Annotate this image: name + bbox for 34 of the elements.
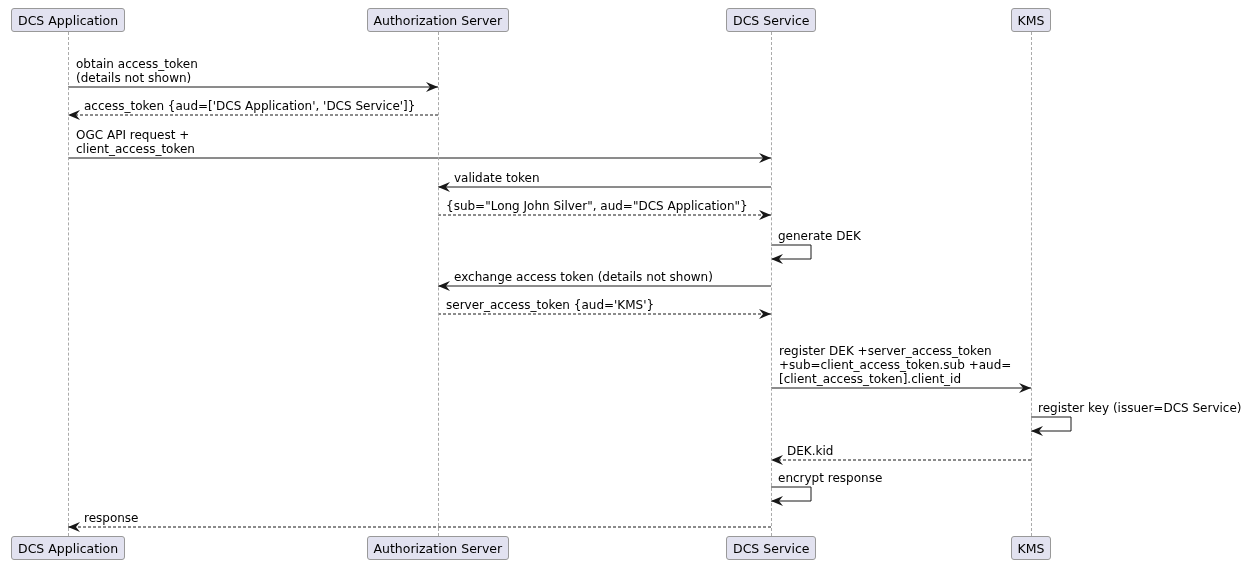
message-arrow xyxy=(67,110,439,120)
message-arrow xyxy=(437,182,772,192)
message-label: generate DEK xyxy=(778,229,861,243)
message-arrow xyxy=(770,455,1032,465)
participant-box: DCS Application xyxy=(11,8,126,32)
message-arrow xyxy=(437,210,772,220)
message-label: DEK.kid xyxy=(787,444,834,458)
self-message-arrow xyxy=(770,486,812,506)
message-label: {sub="Long John Silver", aud="DCS Application"} xyxy=(446,199,748,213)
message-arrow xyxy=(770,383,1032,393)
message-label: access_token {aud=['DCS Application', 'DCS Service']} xyxy=(84,99,416,113)
message-label: validate token xyxy=(454,171,540,185)
self-message-arrow xyxy=(770,244,812,264)
participant-box: Authorization Server xyxy=(366,536,510,560)
message-arrow xyxy=(67,522,772,532)
message-label: register key (issuer=DCS Service) xyxy=(1038,401,1242,415)
message-arrow xyxy=(67,153,772,163)
message-arrow xyxy=(437,309,772,319)
message-label: encrypt response xyxy=(778,471,883,485)
participant-box: DCS Service xyxy=(726,8,817,32)
participant-box: DCS Service xyxy=(726,536,817,560)
participant-box: Authorization Server xyxy=(366,8,510,32)
participant-box: KMS xyxy=(1010,536,1052,560)
message-arrow xyxy=(67,82,439,92)
lifeline xyxy=(68,32,69,536)
self-message-arrow xyxy=(1030,416,1072,436)
message-label: exchange access token (details not shown) xyxy=(454,270,713,284)
message-arrow xyxy=(437,281,772,291)
lifeline xyxy=(771,32,772,536)
participant-box: KMS xyxy=(1010,8,1052,32)
participant-box: DCS Application xyxy=(11,536,126,560)
message-label: server_access_token {aud='KMS'} xyxy=(446,298,655,312)
lifeline xyxy=(1031,32,1032,536)
lifeline xyxy=(438,32,439,536)
